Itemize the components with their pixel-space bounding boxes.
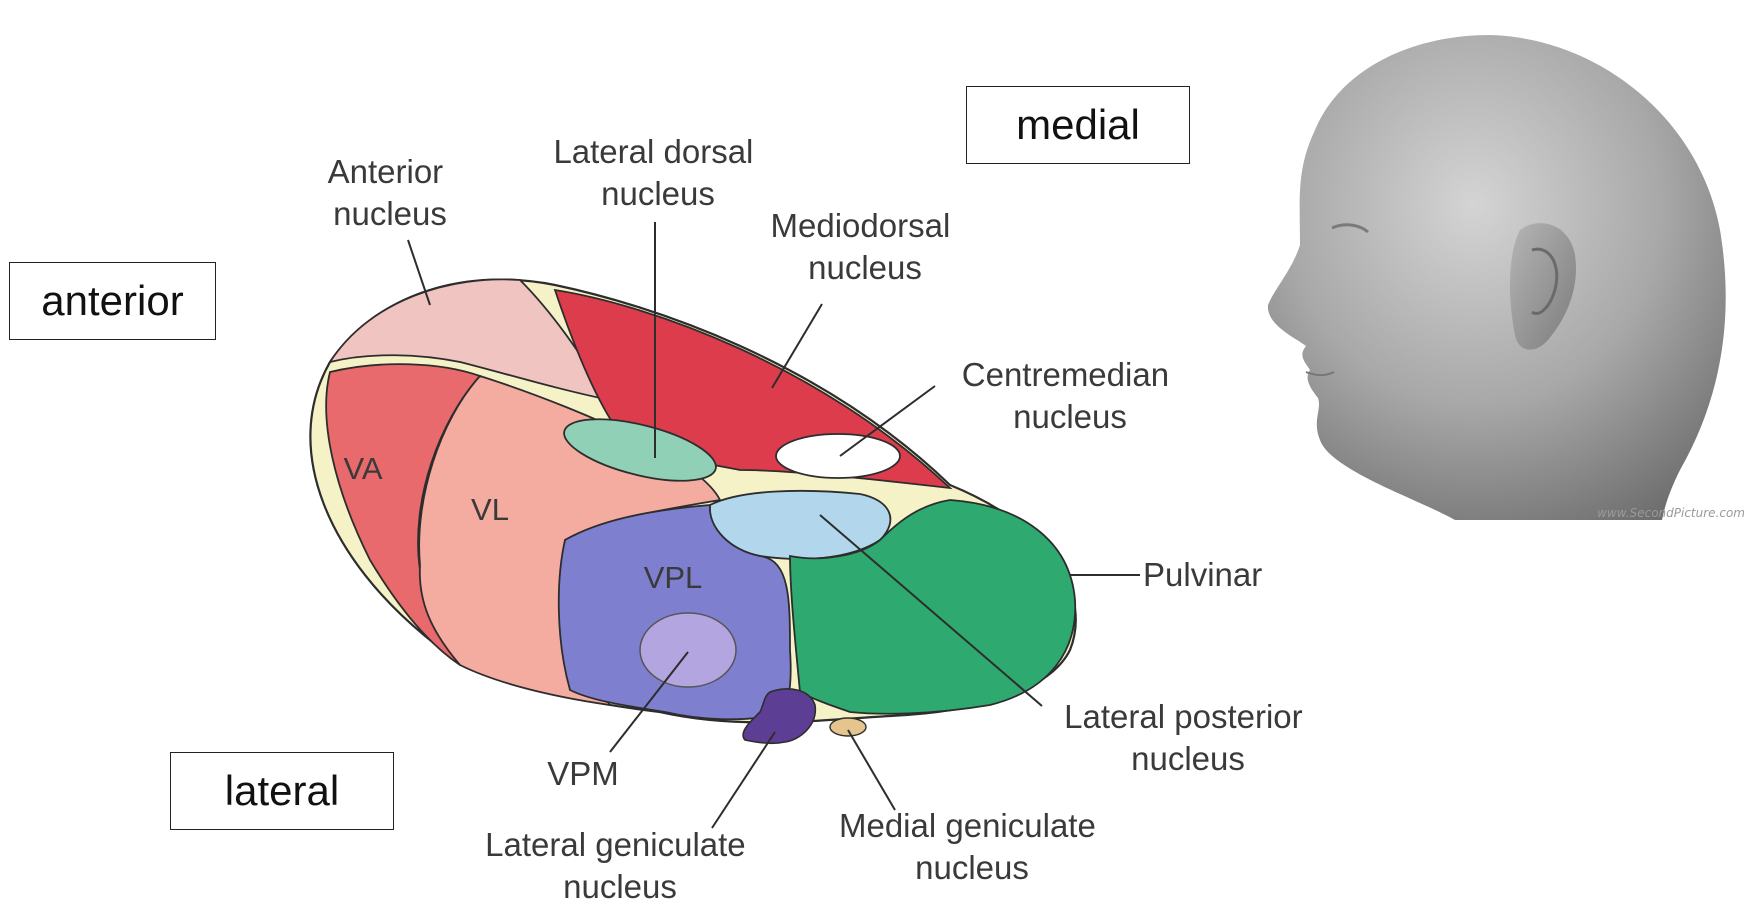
medial-geniculate-nucleus-label: Medial geniculate nucleus xyxy=(839,807,1105,886)
vpm-region xyxy=(640,613,736,687)
leader-medial-geniculate-nucleus xyxy=(848,730,895,810)
mediodorsal-nucleus-label: Mediodorsal nucleus xyxy=(771,207,960,286)
vpl-label: VPL xyxy=(644,560,703,595)
centremedian-nucleus-region xyxy=(776,434,900,478)
head-silhouette xyxy=(1268,35,1726,520)
anterior-nucleus-label: Anterior nucleus xyxy=(328,153,453,232)
pulvinar-label: Pulvinar xyxy=(1143,556,1262,593)
va-label: VA xyxy=(343,451,382,486)
vl-label: VL xyxy=(471,492,509,527)
watermark-text: www.SecondPicture.com xyxy=(1597,506,1745,520)
head-profile-illustration xyxy=(1268,35,1726,520)
thalamus-body xyxy=(310,279,1075,743)
lateral-dorsal-nucleus-label: Lateral dorsal nucleus xyxy=(553,133,762,212)
vpm-label: VPM xyxy=(547,755,619,792)
centremedian-nucleus-label: Centremedian nucleus xyxy=(962,356,1178,435)
lateral-posterior-nucleus-label: Lateral posterior nucleus xyxy=(1064,698,1312,777)
lateral-geniculate-nucleus-label: Lateral geniculate nucleus xyxy=(485,826,755,905)
leader-lateral-geniculate-nucleus xyxy=(712,732,775,828)
medial-geniculate-nucleus-region xyxy=(830,718,866,736)
